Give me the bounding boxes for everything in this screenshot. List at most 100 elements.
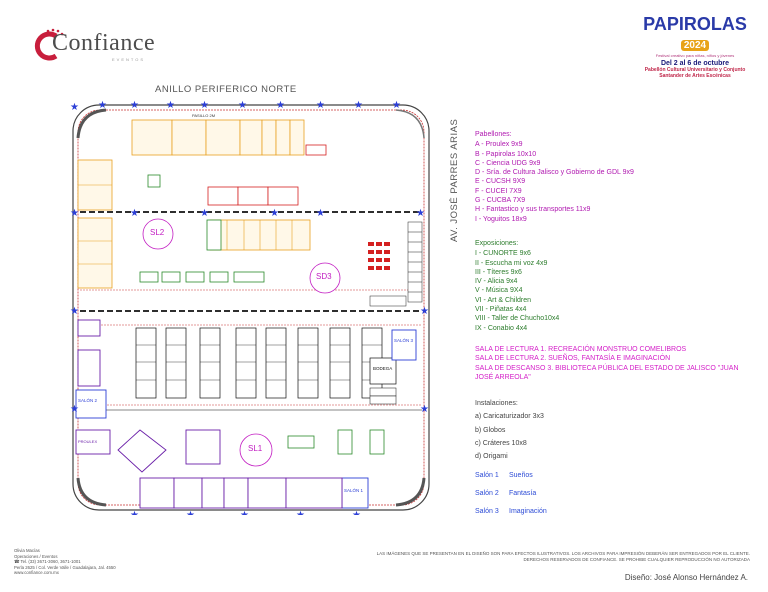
- sala-item: SALA DE LECTURA 1. RECREACIÓN MONSTRUO C…: [475, 346, 687, 353]
- sl2-circle: [142, 218, 174, 250]
- svg-text:★: ★: [70, 404, 79, 415]
- pavilion-orange-1: [131, 119, 173, 156]
- pavilion-orange-2: [171, 119, 207, 156]
- svg-text:★: ★: [130, 208, 139, 219]
- exposicion-item: IV - Alicia 9x4: [475, 278, 518, 286]
- pavilion-d: [139, 477, 175, 509]
- instalaciones-legend: Instalaciones: a) Caricaturizador 3x3 b)…: [475, 399, 544, 465]
- festival-brand: PAPIROLAS: [643, 14, 747, 34]
- instalacion-item: a) Caricaturizador 3x3: [475, 413, 544, 421]
- green-exhibits: [139, 174, 385, 455]
- instalacion-item: b) Globos: [475, 426, 506, 434]
- pabellon-item: B - Papirolas 10x10: [475, 150, 537, 158]
- pabellon-item: G - CUCBA 7X9: [475, 197, 526, 205]
- pabellon-item: D - Sría. de Cultura Jalisco y Gobierno …: [475, 169, 634, 177]
- disclaimer: LAS IMÁGENES QUE SE PRESENTAN EN EL DISE…: [350, 551, 750, 562]
- exposicion-item: VIII - Taller de Chucho10x4: [475, 315, 560, 323]
- expo-box-3: [185, 271, 205, 283]
- salon-row: Salón 1 Sueños: [475, 471, 547, 480]
- svg-text:★: ★: [276, 100, 285, 111]
- svg-text:★: ★: [70, 306, 79, 317]
- pavilion-i: [285, 477, 343, 509]
- pabellon-item: C - Ciencia UDG 9x9: [475, 159, 541, 167]
- salon-name: Imaginación: [509, 507, 547, 515]
- pavilion-h: [247, 477, 287, 509]
- svg-text:★: ★: [316, 208, 325, 219]
- red-stand-3: [267, 186, 299, 206]
- disclaimer-line: DERECHOS RESERVADOS DE CONFIANCE. SE PRO…: [523, 556, 750, 562]
- red-squares: [368, 242, 390, 270]
- expo-box-south-3: [369, 429, 385, 455]
- svg-text:★: ★: [416, 208, 425, 219]
- salas-legend: SALA DE LECTURA 1. RECREACIÓN MONSTRUO C…: [475, 345, 745, 382]
- salon-1-box: [341, 477, 369, 509]
- svg-text:★: ★: [130, 510, 139, 515]
- svg-text:★: ★: [420, 306, 429, 317]
- pavilion-orange-west-2: [77, 217, 113, 289]
- logo-subtitle: EVENTOS: [112, 57, 146, 62]
- svg-text:★: ★: [238, 100, 247, 111]
- proulex-label: PROULEX: [78, 439, 97, 444]
- sala-item: SALA DE LECTURA 2. SUEÑOS, FANTASÍA E IM…: [475, 355, 671, 363]
- pavilion-orange-3: [205, 119, 241, 156]
- sl1-circle: [239, 433, 273, 467]
- sl2-label: SL2: [150, 228, 165, 237]
- expo-box-5: [233, 271, 265, 283]
- pavilion-west-small: [77, 319, 101, 337]
- street-north: ANILLO PERIFERICO NORTE: [155, 84, 297, 95]
- salon-number: Salón 2: [475, 489, 499, 497]
- exposicion-item: I - CUNORTE 9x6: [475, 250, 531, 258]
- svg-text:★: ★: [270, 208, 279, 219]
- design-credit: Diseño: José Alonso Hernández A.: [624, 573, 748, 582]
- exposicion-item: III - Títeres 9x6: [475, 268, 522, 276]
- bodega-small-stands: [369, 387, 397, 405]
- sd3-label: SD3: [316, 272, 332, 281]
- svg-text:★: ★: [352, 510, 361, 515]
- salon-row: Salón 2 Fantasía: [475, 489, 547, 498]
- purple-pavilions: [75, 319, 343, 509]
- exposicion-item: VII - Piñatas 4x4: [475, 306, 527, 314]
- pasillo-label: PASILLO 2M: [192, 113, 215, 118]
- exposiciones-legend: Exposiciones: I - CUNORTE 9x6 II - Escuc…: [475, 239, 559, 333]
- red-stands-north: [207, 144, 327, 206]
- pabellon-item: F - CUCEI 7X9: [475, 187, 522, 195]
- svg-text:★: ★: [186, 510, 195, 515]
- svg-text:★: ★: [70, 102, 79, 113]
- exposicion-item: VI - Art & Children: [475, 296, 532, 304]
- street-east: AV. JOSÉ PARRES ARIAS: [449, 118, 460, 242]
- pabellon-item: I - Yoguitos 18x9: [475, 215, 527, 223]
- corner-sw: [76, 477, 107, 507]
- floor-plan-svg: PASILLO 2M: [70, 100, 430, 521]
- svg-text:★: ★: [200, 100, 209, 111]
- salon-3-label: SALÓN 3: [394, 337, 414, 343]
- red-stand-2: [237, 186, 269, 206]
- pavilion-f: [201, 477, 225, 509]
- expo-cunorte: [206, 219, 222, 251]
- salon-3-box: [391, 329, 417, 361]
- corner-se: [395, 477, 426, 507]
- sala-item: SALA DE DESCANSO 3. BIBLIOTECA PÚBLICA D…: [475, 364, 739, 381]
- logo-text: Confiance: [52, 30, 156, 56]
- salon-name: Fantasía: [509, 489, 537, 497]
- contact-line: Olivia Macías: [14, 548, 40, 553]
- pabellones-heading: Pabellones:: [475, 131, 512, 138]
- salon-number: Salón 1: [475, 472, 499, 479]
- pavilion-e: [173, 477, 203, 509]
- instalaciones-heading: Instalaciones:: [475, 400, 518, 407]
- venue-floor-plan: PASILLO 2M: [70, 100, 435, 521]
- expo-small-north: [147, 174, 161, 188]
- salones-legend: Salón 1 Sueños Salón 2 Fantasía Salón 3 …: [475, 471, 547, 524]
- corner-ne: [395, 109, 425, 139]
- festival-year: 2024: [680, 40, 710, 51]
- pavilion-orange-6: [275, 119, 291, 156]
- pavilion-g: [223, 477, 249, 509]
- instalacion-item: d) Origami: [475, 453, 508, 461]
- festival-tagline: Festival creativo para niñas, niños y jó…: [655, 53, 735, 58]
- confiance-logo: [30, 28, 160, 64]
- svg-text:★: ★: [70, 208, 79, 219]
- svg-text:★: ★: [316, 100, 325, 111]
- contact-line: Operaciones / Eventos: [14, 553, 58, 559]
- exposiciones-heading: Exposiciones:: [475, 240, 519, 247]
- festival-dates: Del 2 al 6 de octubre: [660, 60, 730, 67]
- expo-box-south-2: [337, 429, 353, 455]
